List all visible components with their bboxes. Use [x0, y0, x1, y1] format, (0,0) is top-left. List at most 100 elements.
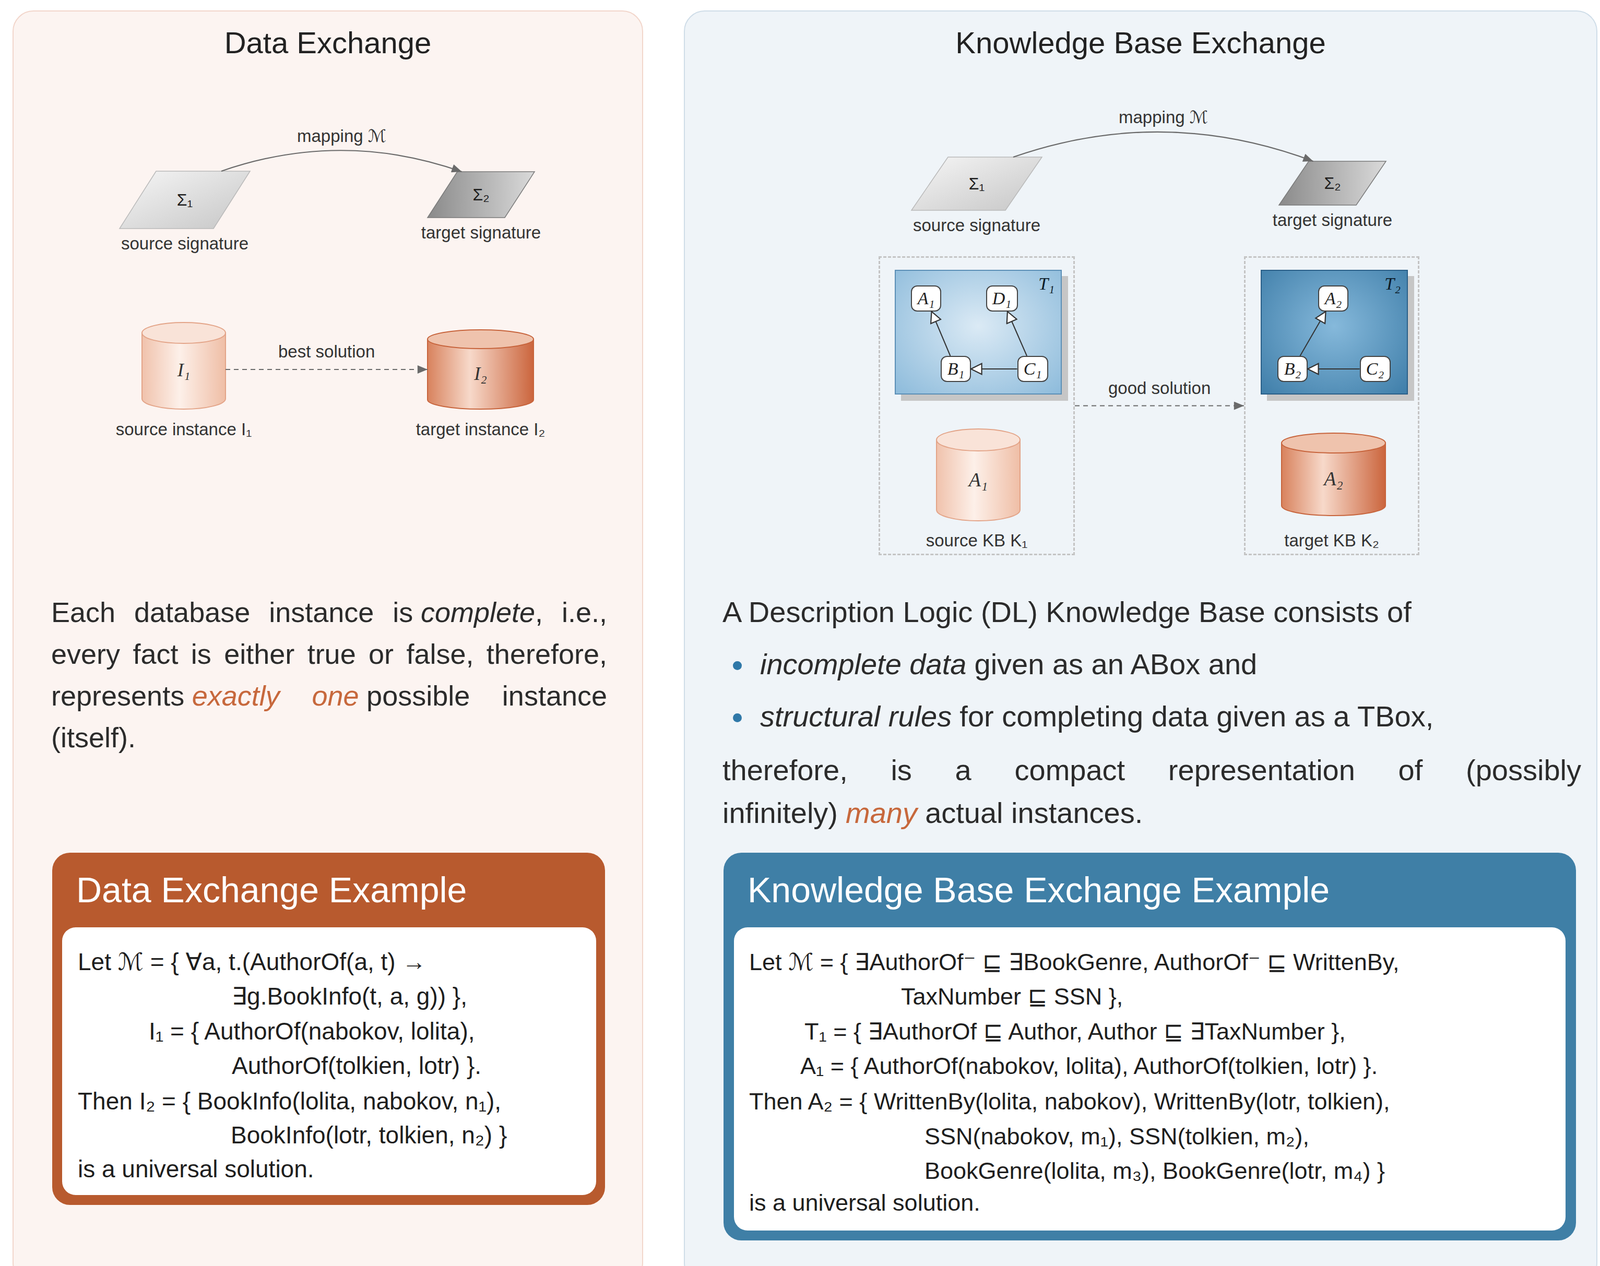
text-row: incomplete datagiven as an ABox and — [722, 638, 1582, 691]
cylinder-body — [1281, 443, 1386, 516]
cylinder-body — [427, 339, 534, 410]
cylinder-body — [936, 440, 1021, 521]
shape-label: target signature — [421, 222, 541, 243]
cylinder-name: A₁ — [968, 468, 988, 492]
concept-name: A₂ — [1324, 288, 1343, 309]
paragraph-text: complete — [420, 596, 536, 628]
bullet-dot — [732, 713, 742, 723]
signature-shape: Σ₁source signature — [119, 171, 251, 229]
connector — [970, 368, 1018, 370]
tbox-label: T₂ — [1384, 274, 1401, 294]
concept-name: C₁ — [1023, 359, 1042, 379]
paragraph-text: actual instances. — [925, 796, 1143, 830]
description-paragraph: A Description Logic (DL) Knowledge Base … — [722, 586, 1582, 835]
connector — [1307, 368, 1360, 370]
concept-box: C₁ — [1017, 356, 1049, 383]
paragraph-text: Each database instance is — [51, 596, 413, 628]
parallelogram — [1278, 161, 1386, 206]
formula-line: ∃g.BookInfo(t, a, g)) }, — [231, 982, 468, 1012]
cylinder-top — [141, 322, 226, 344]
paragraph-text: many — [845, 796, 918, 830]
tbox-label: T₁ — [1038, 274, 1055, 294]
concept-name: B₂ — [1284, 359, 1302, 379]
knowledge-base-box: target KB K₂ T₂ A₂ B₂ C₂ A₂ — [1243, 256, 1420, 556]
cylinder-body — [141, 333, 226, 410]
cylinder-name: I₂ — [473, 362, 488, 385]
kb-label: target KB K₂ — [1284, 530, 1380, 551]
paragraph-text: exactly one — [192, 680, 360, 712]
concept-name: D₁ — [992, 288, 1012, 309]
signature-symbol: Σ₂ — [1323, 173, 1341, 194]
abox-cylinder: A₁ — [936, 429, 1021, 521]
formula-line: Let ℳ = { ∃AuthorOf⁻ ⊑ ∃BookGenre, Autho… — [749, 948, 1400, 977]
tbox-panel: T₁ A₁ D₁ B₁ C₁ — [894, 269, 1062, 395]
concept-box: B₁ — [940, 356, 971, 383]
kb-label: source KB K₁ — [926, 530, 1028, 551]
database-cylinder: I₁source instance I₁ — [141, 322, 226, 410]
bullet-dot — [732, 661, 742, 671]
panel-heading: Data Exchange — [224, 25, 432, 61]
paragraph-text: structural rules — [760, 700, 952, 733]
example-title: Data Exchange Example — [76, 869, 467, 911]
connector — [221, 150, 462, 172]
abox-cylinder: A₂ — [1281, 433, 1386, 516]
connector — [225, 369, 428, 371]
concept-box: B₂ — [1277, 356, 1308, 383]
concept-box: D₁ — [986, 285, 1018, 312]
edge-label: mapping ℳ — [1114, 107, 1213, 128]
signature-shape: Σ₂target signature — [1278, 161, 1386, 206]
text-row: structural rulesfor completing data give… — [722, 690, 1582, 743]
cylinder-name: A₂ — [1323, 467, 1343, 491]
signature-symbol: Σ₁ — [176, 190, 194, 210]
concept-name: A₁ — [917, 288, 935, 309]
edge-label: good solution — [1104, 377, 1215, 399]
knowledge-base-box: source KB K₁ T₁ A₁ D₁ B₁ C₁ A₁ — [878, 256, 1075, 556]
panel-heading: Knowledge Base Exchange — [955, 25, 1326, 61]
description-paragraph: Each database instance iscomplete, i.e.,… — [51, 591, 608, 759]
text-row: A Description Logic (DL) Knowledge Base … — [722, 586, 1582, 639]
formula-line: I₁ = { AuthorOf(nabokov, lolita), — [148, 1017, 476, 1047]
shape-label: target signature — [1272, 210, 1393, 231]
example-title: Knowledge Base Exchange Example — [747, 869, 1330, 911]
text-row: Each database instance iscomplete, i.e.,… — [51, 591, 608, 759]
cylinder-top — [936, 429, 1021, 452]
cylinder-top — [427, 329, 534, 349]
shape-label: source signature — [121, 233, 249, 254]
parallelogram — [911, 157, 1042, 211]
formula-line: A₁ = { AuthorOf(nabokov, lolita), Author… — [800, 1052, 1378, 1081]
concept-name: C₂ — [1366, 359, 1385, 379]
edge-label: best solution — [274, 341, 379, 363]
shape-label: source signature — [913, 215, 1041, 236]
cylinder-top — [1281, 433, 1386, 454]
formula-line: is a universal solution. — [77, 1155, 315, 1184]
formula-line: Then I₂ = { BookInfo(lolita, nabokov, n₁… — [77, 1087, 502, 1117]
signature-shape: Σ₁source signature — [911, 157, 1042, 211]
cylinder-name: I₁ — [177, 359, 191, 382]
formula-line: is a universal solution. — [749, 1189, 981, 1218]
shape-label: source instance I₁ — [115, 419, 253, 440]
paragraph-text: A Description Logic (DL) Knowledge Base … — [722, 595, 1412, 629]
formula-line: TaxNumber ⊑ SSN }, — [901, 982, 1123, 1012]
formula-line: AuthorOf(tolkien, lotr) }. — [231, 1051, 482, 1081]
formula-line: BookInfo(lotr, tolkien, n₂) } — [230, 1121, 507, 1151]
connector — [1074, 405, 1244, 407]
paragraph-text: given as an ABox and — [974, 647, 1258, 681]
signature-symbol: Σ₂ — [472, 185, 490, 205]
paragraph-text: incomplete data — [760, 647, 967, 681]
connector — [1013, 132, 1314, 162]
connector — [1007, 311, 1027, 357]
edge-label: mapping ℳ — [292, 125, 391, 147]
database-cylinder: I₂target instance I₂ — [427, 329, 534, 410]
concept-name: B₁ — [947, 359, 965, 379]
example-box: Data Exchange ExampleLet ℳ = { ∀a, t.(Au… — [52, 852, 606, 1206]
connector — [931, 311, 951, 357]
signature-symbol: Σ₁ — [968, 174, 986, 194]
parallelogram — [119, 171, 251, 229]
signature-shape: Σ₂target signature — [427, 171, 535, 218]
example-box: Knowledge Base Exchange ExampleLet ℳ = {… — [723, 852, 1576, 1241]
concept-box: A₁ — [910, 285, 942, 312]
panel: Knowledge Base ExchangeΣ₁source signatur… — [683, 10, 1598, 1266]
text-row: therefore, is a compact representation o… — [722, 749, 1582, 835]
connector — [1299, 311, 1326, 357]
concept-box: A₂ — [1318, 285, 1349, 312]
